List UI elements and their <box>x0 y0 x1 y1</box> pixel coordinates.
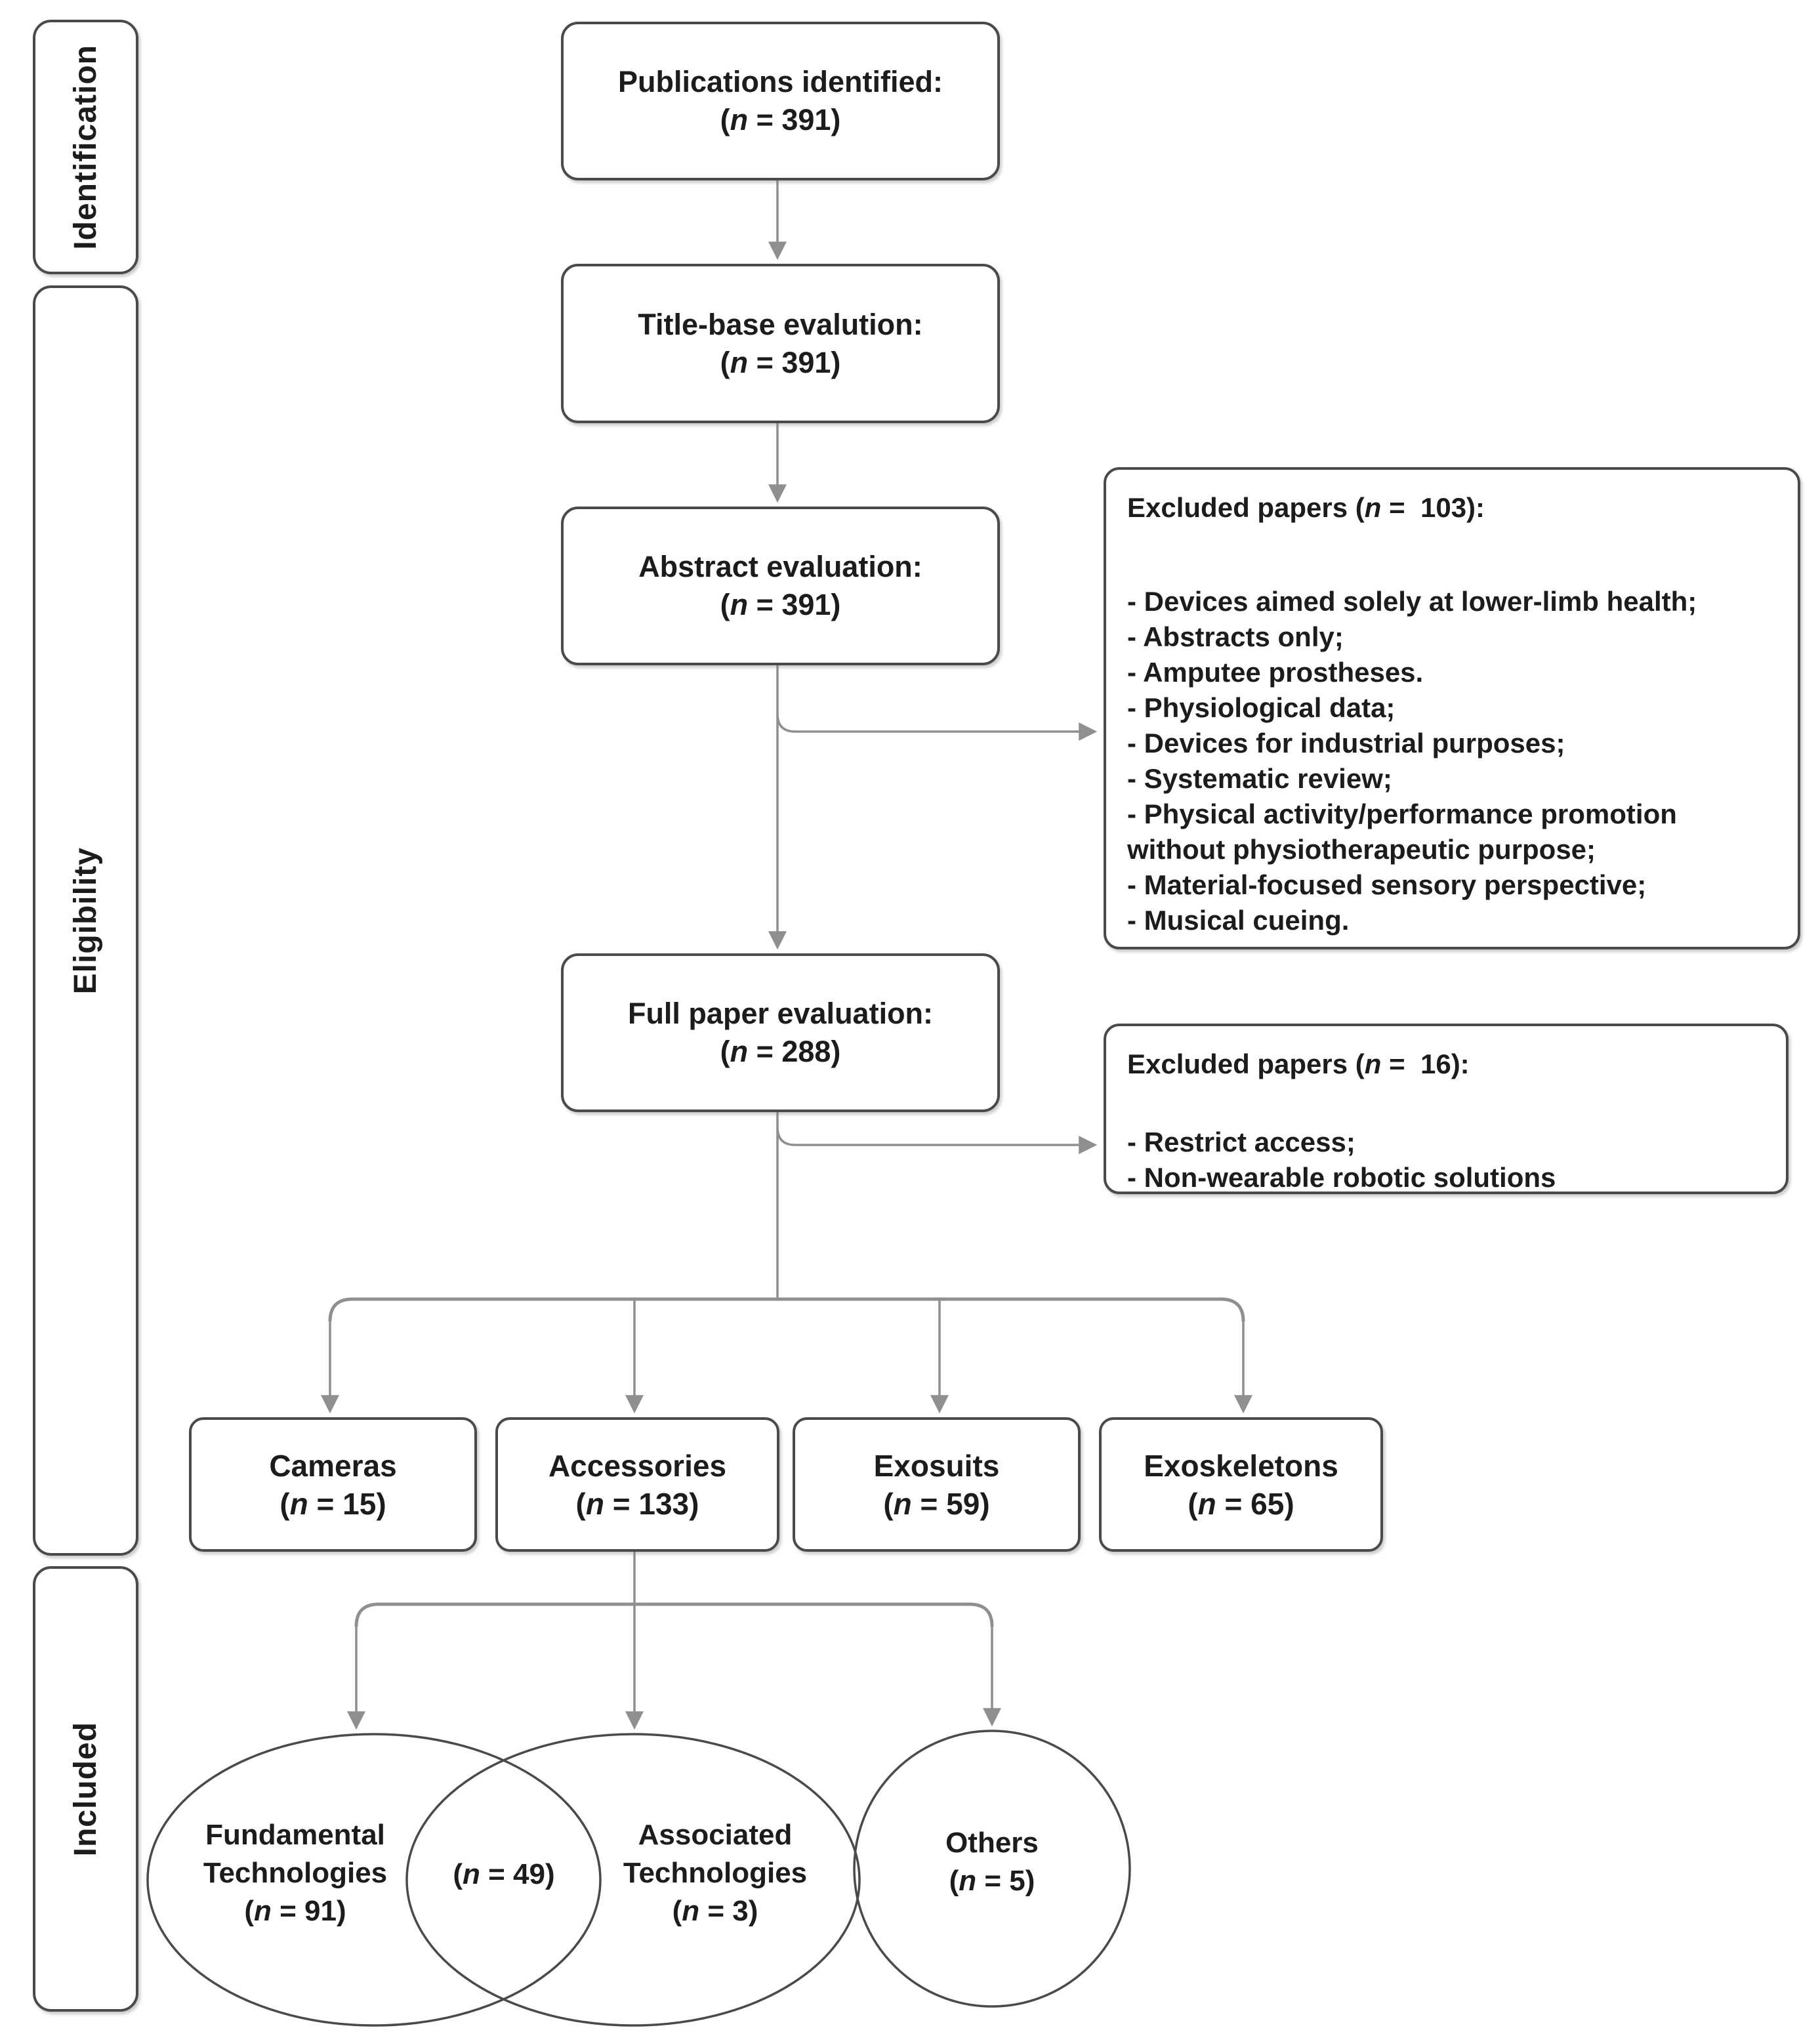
arrow-to-excluded-103 <box>776 713 1098 741</box>
box-accessories: Accessories (n = 133) <box>495 1417 779 1552</box>
arrow-to-excluded-16 <box>776 1127 1098 1154</box>
excluded-item: - Physical activity/performance promotio… <box>1127 799 1677 865</box>
excluded-item: - Amputee prostheses. <box>1127 657 1424 688</box>
stage-included: Included <box>33 1566 138 2012</box>
box-title-base-label: Title-base evalution: <box>638 307 923 341</box>
box-abstract-count: (n = 391) <box>720 588 841 621</box>
box-publications-label: Publications identified: <box>617 65 943 98</box>
fundamental-ellipse <box>146 1733 602 2027</box>
box-full-paper-evaluation: Full paper evaluation: (n = 288) <box>561 953 1000 1112</box>
excluded-16-list: - Restrict access; - Non-wearable robotic… <box>1127 1125 1768 1195</box>
box-publications-count: (n = 391) <box>720 103 841 136</box>
stage-identification-label: Identification <box>68 44 103 250</box>
box-full-paper-label: Full paper evaluation: <box>627 997 934 1030</box>
others-name: Others <box>945 1827 1039 1859</box>
box-exosuits: Exosuits (n = 59) <box>793 1417 1081 1552</box>
excluded-item: - Abstracts only; <box>1127 621 1344 652</box>
accessories-count: (n = 133) <box>575 1486 699 1521</box>
venn-overlap-label: (n = 49) <box>425 1856 583 1894</box>
accessories-label: Accessories <box>548 1448 727 1483</box>
box-abstract-evaluation: Abstract evaluation: (n = 391) <box>561 507 1000 665</box>
excluded-item: - Musical cueing. <box>1127 905 1350 936</box>
excluded-103-list: - Devices aimed solely at lower-limb hea… <box>1127 584 1779 938</box>
associated-ellipse <box>405 1733 861 2027</box>
exoskeletons-count: (n = 65) <box>1188 1486 1294 1521</box>
exosuits-label: Exosuits <box>873 1448 1000 1483</box>
box-cameras: Cameras (n = 15) <box>189 1417 477 1552</box>
others-count: (n = 5) <box>949 1865 1035 1897</box>
box-abstract-label: Abstract evaluation: <box>638 550 922 583</box>
associated-technologies-label: Associated Technologies (n = 3) <box>574 1816 856 1930</box>
stage-included-label: Included <box>68 1721 103 1857</box>
excluded-item: - Systematic review; <box>1127 763 1392 794</box>
split-bar-categories <box>328 1297 1245 1322</box>
cameras-label: Cameras <box>269 1448 397 1483</box>
split-bar-venn <box>354 1602 994 1627</box>
stage-identification: Identification <box>33 20 138 274</box>
fundamental-technologies-label: Fundamental Technologies (n = 91) <box>154 1816 436 1930</box>
box-full-paper-count: (n = 288) <box>720 1035 841 1068</box>
excluded-item: - Physiological data; <box>1127 692 1396 723</box>
box-exoskeletons: Exoskeletons (n = 65) <box>1099 1417 1383 1552</box>
excluded-item: - Devices aimed solely at lower-limb hea… <box>1127 586 1697 617</box>
others-circle <box>853 1730 1131 2008</box>
stage-eligibility-label: Eligibility <box>68 846 103 995</box>
cameras-count: (n = 15) <box>279 1486 386 1521</box>
box-excluded-103: Excluded papers (n = 103): - Devices aim… <box>1104 467 1800 949</box>
associated-count: (n = 3) <box>672 1895 758 1927</box>
stage-eligibility: Eligibility <box>33 285 138 1556</box>
box-title-base-count: (n = 391) <box>720 345 841 379</box>
exosuits-count: (n = 59) <box>883 1486 990 1521</box>
fundamental-count: (n = 91) <box>244 1895 346 1927</box>
overlap-count: (n = 49) <box>453 1858 555 1890</box>
associated-name: Associated Technologies <box>623 1819 808 1889</box>
fundamental-name: Fundamental Technologies <box>203 1819 388 1889</box>
others-label: Others (n = 5) <box>913 1824 1071 1900</box>
excluded-103-title: Excluded papers (n = 103): <box>1127 492 1485 523</box>
exoskeletons-label: Exoskeletons <box>1144 1448 1338 1483</box>
box-title-base-evaluation: Title-base evalution: (n = 391) <box>561 264 1000 423</box>
box-excluded-16: Excluded papers (n = 16): - Restrict acc… <box>1104 1024 1789 1194</box>
box-publications-identified: Publications identified: (n = 391) <box>561 22 1000 180</box>
excluded-item: - Devices for industrial purposes; <box>1127 728 1565 758</box>
excluded-item: - Material-focused sensory perspective; <box>1127 869 1647 900</box>
excluded-item: - Restrict access; <box>1127 1127 1355 1157</box>
excluded-item: - Non-wearable robotic solutions <box>1127 1162 1556 1193</box>
excluded-16-title: Excluded papers (n = 16): <box>1127 1048 1470 1079</box>
